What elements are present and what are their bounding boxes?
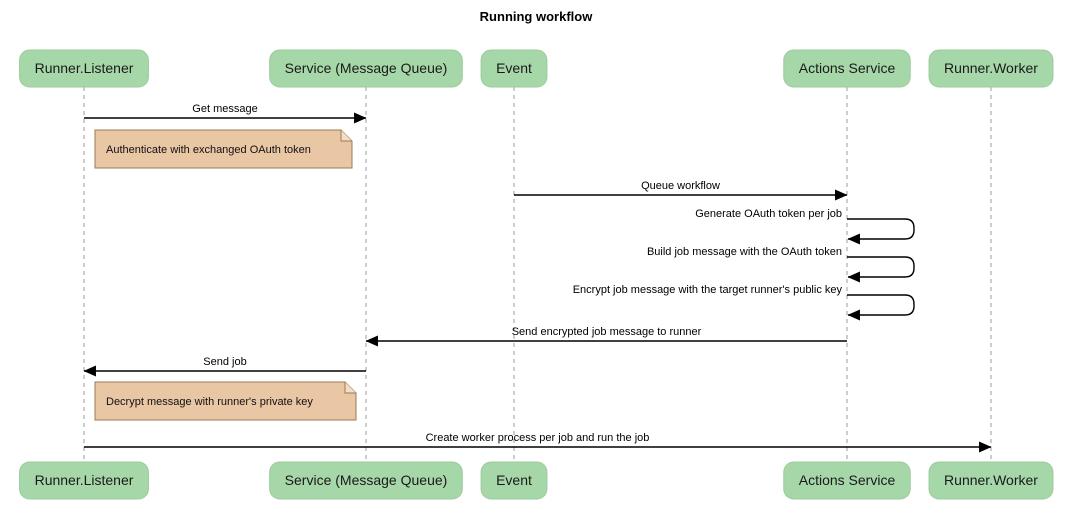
message-send-job: Send job [83,356,366,377]
participant-runner-listener-bottom[interactable]: Runner.Listener [19,461,149,500]
participant-label-service-message-queue: Service (Message Queue) [285,472,448,488]
participant-box-runner-worker[interactable] [928,49,1054,88]
participant-box-event[interactable] [480,49,548,88]
message-encrypt-job-message-with-the-target-runners-public-key: Encrypt job message with the target runn… [573,284,915,321]
note-body-decrypt-message-with-runners-private-key [94,381,357,421]
message-get-message: Get message [84,103,367,124]
message-label-send-encrypted-job-message-to-runner: Send encrypted job message to runner [512,326,702,338]
message-label-encrypt-job-message-with-the-target-runners-public-key: Encrypt job message with the target runn… [573,284,843,296]
message-build-job-message-with-the-oauth-token: Build job message with the OAuth token [647,246,915,283]
participant-label-runner-listener: Runner.Listener [35,472,134,488]
message-label-send-job: Send job [203,356,246,368]
note-body-authenticate-with-exchanged-oauth-token [94,129,353,169]
participant-service-message-queue-bottom[interactable]: Service (Message Queue) [269,461,463,500]
participant-box-actions-service[interactable] [783,461,911,500]
participants-top-group: Runner.Listener Service (Message Queue) Ev… [19,49,1054,88]
participant-label-actions-service: Actions Service [799,472,896,488]
note-fold-icon-authenticate-with-exchanged-oauth-token [340,130,352,142]
message-label-queue-workflow: Queue workflow [641,180,720,192]
notes-group: Authenticate with exchanged OAuth tokenD… [94,129,357,421]
note-label-authenticate-with-exchanged-oauth-token: Authenticate with exchanged OAuth token [106,144,311,156]
participant-label-actions-service: Actions Service [799,60,896,76]
participant-label-runner-listener: Runner.Listener [35,60,134,76]
participant-box-actions-service[interactable] [783,49,911,88]
message-arrow-generate-oauth-token-per-job [847,218,915,245]
message-generate-oauth-token-per-job: Generate OAuth token per job [695,208,915,245]
participant-event-top[interactable]: Event [480,49,548,88]
participant-service-message-queue-top[interactable]: Service (Message Queue) [269,49,463,88]
message-queue-workflow: Queue workflow [514,180,848,201]
participant-label-runner-worker: Runner.Worker [944,60,1038,76]
participant-label-service-message-queue: Service (Message Queue) [285,60,448,76]
participant-box-runner-listener[interactable] [19,49,149,88]
note-decrypt-message-with-runners-private-key: Decrypt message with runner's private ke… [94,381,357,421]
message-arrow-encrypt-job-message-with-the-target-runners-public-key [847,294,915,321]
message-arrow-build-job-message-with-the-oauth-token [847,256,915,283]
participant-runner-worker-bottom[interactable]: Runner.Worker [928,461,1054,500]
message-label-build-job-message-with-the-oauth-token: Build job message with the OAuth token [647,246,842,258]
participant-label-event: Event [496,472,532,488]
participant-box-runner-worker[interactable] [928,461,1054,500]
participant-event-bottom[interactable]: Event [480,461,548,500]
participant-label-runner-worker: Runner.Worker [944,472,1038,488]
participant-box-runner-listener[interactable] [19,461,149,500]
message-label-generate-oauth-token-per-job: Generate OAuth token per job [695,208,842,220]
message-send-encrypted-job-message-to-runner: Send encrypted job message to runner [365,326,847,347]
participant-box-service-message-queue[interactable] [269,49,463,88]
lifelines-group [83,87,992,462]
page-title: Running workflow [480,9,594,24]
note-label-decrypt-message-with-runners-private-key: Decrypt message with runner's private ke… [106,396,313,408]
participant-box-event[interactable] [480,461,548,500]
participant-runner-listener-top[interactable]: Runner.Listener [19,49,149,88]
participant-runner-worker-top[interactable]: Runner.Worker [928,49,1054,88]
participant-actions-service-top[interactable]: Actions Service [783,49,911,88]
participant-label-event: Event [496,60,532,76]
message-label-create-worker-process-per-job-and-run-the-job: Create worker process per job and run th… [426,432,650,444]
message-create-worker-process-per-job-and-run-the-job: Create worker process per job and run th… [84,432,992,453]
note-fold-icon-decrypt-message-with-runners-private-key [344,382,356,394]
participant-box-service-message-queue[interactable] [269,461,463,500]
participant-actions-service-bottom[interactable]: Actions Service [783,461,911,500]
message-label-get-message: Get message [192,103,257,115]
participants-bottom-group: Runner.Listener Service (Message Queue) Ev… [19,461,1054,500]
note-authenticate-with-exchanged-oauth-token: Authenticate with exchanged OAuth token [94,129,353,169]
